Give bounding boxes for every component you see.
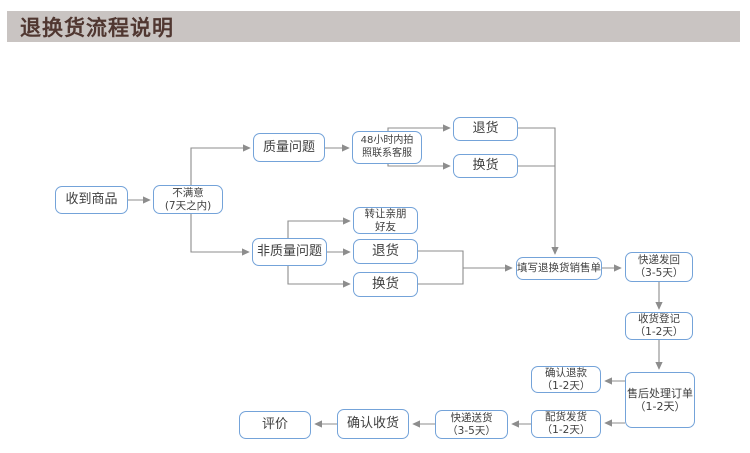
node-confirm-refund: 确认退款 （1-2天） <box>531 366 601 393</box>
node-return-nonquality: 退货 <box>353 239 418 264</box>
node-non-quality-issue: 非质量问题 <box>252 238 327 266</box>
title-bar: 退换货流程说明 <box>7 11 740 42</box>
node-dispatch-ship: 配货发货 （1-2天） <box>531 410 601 438</box>
edge-return-exchange-merge-bracket <box>418 250 464 285</box>
node-return-quality: 退货 <box>453 117 518 141</box>
node-photo-48h: 48小时内拍 照联系客服 <box>352 131 422 164</box>
edge-photo48h-to-exchange <box>387 162 451 170</box>
node-exchange-quality: 换货 <box>453 154 518 178</box>
node-unsatisfied: 不满意 (7天之内) <box>153 185 223 214</box>
node-receipt-register: 收货登记 （1-2天） <box>625 312 693 340</box>
node-courier-deliver: 快递送货 （3-5天） <box>435 410 508 439</box>
node-aftersales-order: 售后处理订单 （1-2天） <box>625 372 695 428</box>
node-evaluate: 评价 <box>239 411 311 439</box>
edge-unsatisfied-to-nonquality <box>190 214 250 256</box>
node-exchange-nonquality: 换货 <box>353 272 418 297</box>
edge-nonquality-to-transfer <box>287 217 351 238</box>
edge-nonquality-to-exchange <box>287 266 351 288</box>
node-fill-sales-form: 填写退换货销售单 <box>516 257 602 280</box>
edge-return-quality-to-fillform <box>518 127 559 255</box>
node-transfer-friends: 转让亲朋 好友 <box>353 207 418 234</box>
node-receive-goods: 收到商品 <box>55 186 128 214</box>
page-title: 退换货流程说明 <box>20 15 174 40</box>
edge-unsatisfied-to-quality <box>190 144 251 185</box>
edge-photo48h-to-return <box>387 124 451 132</box>
node-quality-issue: 质量问题 <box>253 133 325 162</box>
node-courier-send-back: 快递发回 （3-5天） <box>625 252 693 282</box>
node-confirm-receipt: 确认收货 <box>337 409 409 439</box>
